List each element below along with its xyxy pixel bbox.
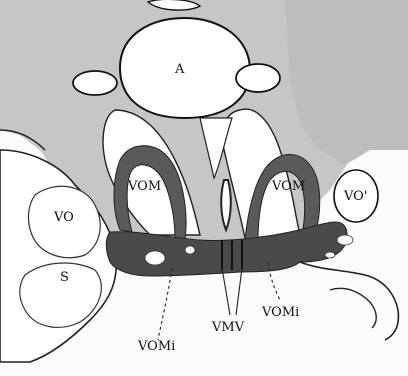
label-vomi-right: VOMi xyxy=(261,305,299,320)
cavity-a xyxy=(120,18,250,118)
label-vom-right: VOM xyxy=(271,179,305,194)
basal-band-white-spot xyxy=(185,246,195,254)
basal-band-white-spot xyxy=(337,235,353,245)
left-vessel xyxy=(73,71,117,95)
basal-band-white-spot xyxy=(145,251,165,265)
label-s: S xyxy=(60,270,69,285)
label-vom-left: VOM xyxy=(127,179,161,194)
label-a: A xyxy=(174,62,185,77)
central-slit xyxy=(221,180,231,230)
label-vo: VO xyxy=(53,210,74,225)
label-vomi-left: VOMi xyxy=(137,339,175,354)
basal-band-white-spot xyxy=(325,252,335,258)
right-vessel xyxy=(236,64,280,92)
label-vmv: VMV xyxy=(211,320,245,335)
label-vo-prime: VO' xyxy=(343,189,367,204)
